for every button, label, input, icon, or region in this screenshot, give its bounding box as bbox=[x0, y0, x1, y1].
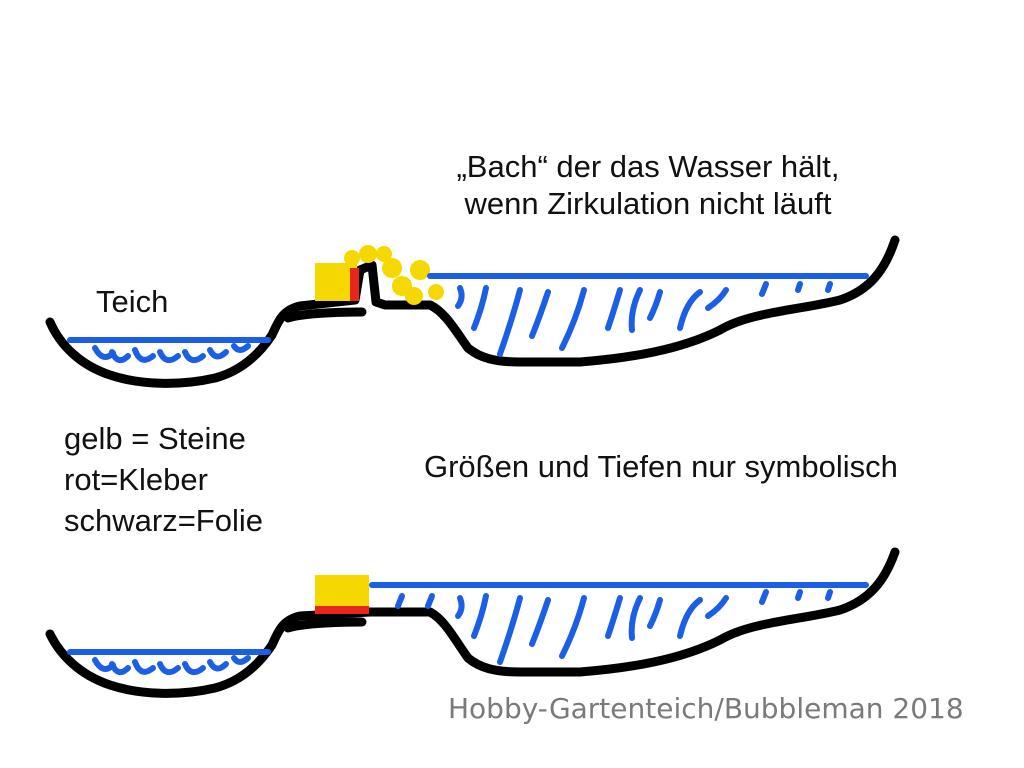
top-stone bbox=[344, 250, 360, 266]
stream-annotation: „Bach“ der das Wasser hält, wenn Zirkula… bbox=[418, 148, 878, 222]
legend-red-glue: rot=Kleber bbox=[64, 462, 208, 497]
stream-annotation-line-1: „Bach“ der das Wasser hält, bbox=[456, 149, 840, 184]
bottom-glue bbox=[315, 606, 369, 614]
bottom-stream-basin bbox=[369, 582, 869, 665]
top-stone bbox=[405, 287, 423, 305]
bottom-pond-basin bbox=[45, 547, 900, 698]
stream-annotation-line-2: wenn Zirkulation nicht läuft bbox=[464, 186, 832, 222]
bottom-pond-liner bbox=[45, 547, 900, 698]
top-diagram bbox=[45, 235, 900, 388]
bottom-pond-hatch bbox=[92, 655, 251, 676]
legend-yellow-stones: gelb = Steine bbox=[64, 421, 246, 456]
top-stone bbox=[428, 284, 444, 300]
top-stone bbox=[410, 260, 430, 280]
top-pond-liner bbox=[45, 235, 900, 388]
top-stone bbox=[382, 258, 402, 278]
bottom-diagram bbox=[45, 547, 900, 698]
scale-note: Größen und Tiefen nur symbolisch bbox=[424, 449, 898, 484]
bottom-stream-hatch bbox=[395, 589, 833, 665]
bottom-stone-block bbox=[315, 575, 369, 611]
top-stone-barrier bbox=[315, 245, 444, 305]
legend-black-liner: schwarz=Folie bbox=[64, 503, 263, 538]
top-stream-hatch bbox=[455, 281, 833, 357]
top-stone bbox=[359, 245, 377, 263]
color-legend: gelb = Steine rot=Kleber schwarz=Folie bbox=[64, 418, 263, 541]
bottom-pond-liner-inner bbox=[283, 617, 367, 633]
top-pond-liner-inner bbox=[283, 307, 367, 323]
bottom-stone-barrier bbox=[315, 575, 369, 614]
top-stream-basin bbox=[427, 273, 869, 357]
top-pond-basin bbox=[45, 235, 900, 388]
top-glue bbox=[350, 268, 359, 301]
credit-watermark: Hobby-Gartenteich/Bubbleman 2018 bbox=[448, 692, 964, 725]
pond-label: Teich bbox=[96, 284, 169, 319]
top-stone bbox=[376, 246, 392, 262]
top-pond-hatch bbox=[92, 343, 251, 364]
